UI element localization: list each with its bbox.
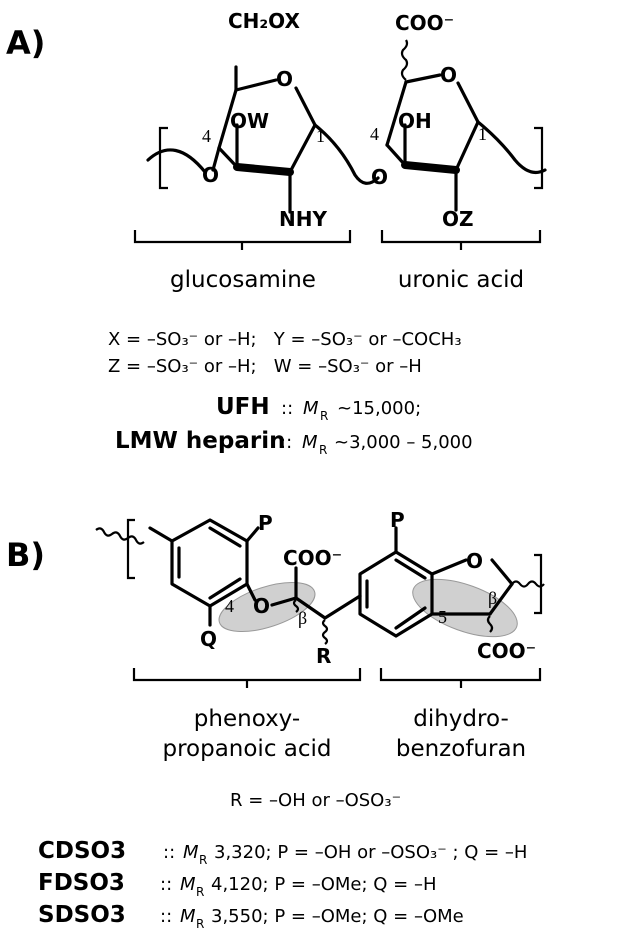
sdso3-mr-sub: R: [196, 917, 204, 931]
beta-2: β: [488, 588, 497, 608]
wavy-bond-b-right: [511, 580, 545, 588]
wavy-bond-beta1: [292, 599, 300, 613]
polymer-link-left: [146, 148, 207, 174]
benzofuran-brace: [379, 668, 542, 688]
beta-1: β: [298, 608, 307, 628]
fdso3-separator: ::: [160, 874, 172, 895]
p-left-label: P: [258, 511, 273, 535]
lmw-heparin-line: LMW heparin :: M R ~3,000 – 5,000: [115, 428, 473, 457]
uronic-acid-brace: [380, 230, 542, 250]
ufh-mr-label: M: [303, 398, 319, 419]
sdso3-separator: ::: [160, 906, 172, 927]
left-bracket: [158, 126, 168, 190]
linker-oxygen-2: O: [371, 165, 388, 189]
coo-bottom-label: COO⁻: [477, 639, 536, 663]
uronic-acid-ring: [385, 39, 547, 212]
ch2ox-label: CH₂OX: [228, 9, 300, 33]
definition-line-1: X = –SO₃⁻ or –H; Y = –SO₃⁻ or –COCH₃: [108, 329, 462, 350]
wavy-bond-c5: [400, 39, 409, 81]
glycosidic-bond: [313, 123, 380, 185]
uronic-acid-label: uronic acid: [398, 267, 524, 293]
sdso3-line: SDSO3 :: M R 3,550; P = –OMe; Q = –OMe: [38, 902, 464, 931]
position-5-b: 5: [438, 607, 447, 627]
benzofuran-label-2: benzofuran: [396, 736, 526, 762]
fdso3-name: FDSO3: [38, 870, 125, 896]
phenoxy-brace: [132, 668, 362, 688]
ufh-separator: ::: [281, 398, 293, 419]
ring1-oxygen: O: [276, 67, 293, 91]
fdso3-mr-label: M: [180, 874, 196, 895]
wavy-bond-r: [321, 619, 329, 645]
polymer-link-right: [476, 120, 547, 174]
sdso3-mr-label: M: [180, 906, 196, 927]
lmw-heparin-name: LMW heparin: [115, 428, 285, 454]
lmw-separator: ::: [280, 432, 292, 453]
shade-ellipse-right: [412, 578, 518, 638]
cdso3-mr-sub: R: [199, 853, 207, 867]
ufh-line: UFH :: M R ~15,000;: [216, 394, 421, 423]
lmw-mr-label: M: [302, 432, 318, 453]
coo-label-a: COO⁻: [395, 11, 454, 35]
oh-label: OH: [398, 109, 432, 133]
cdso3-mr-label: M: [183, 842, 199, 863]
definition-line-2: Z = –SO₃⁻ or –H; W = –SO₃⁻ or –H: [108, 356, 422, 377]
o-ether-label: O: [253, 594, 270, 618]
glucosamine-label: glucosamine: [170, 267, 316, 293]
oz-label: OZ: [442, 207, 474, 231]
glucosamine-ring: [211, 65, 380, 214]
panel-b-label: B): [6, 536, 45, 574]
ring2-oxygen: O: [440, 63, 457, 87]
q-label: Q: [200, 627, 217, 651]
sdso3-name: SDSO3: [38, 902, 126, 928]
glucosamine-brace: [133, 230, 352, 250]
position-1-ring1: 1: [316, 126, 325, 146]
r-label: R: [316, 644, 331, 668]
wavy-bond-coo-bottom: [486, 615, 494, 633]
phenoxy-ring: [148, 518, 362, 627]
sdso3-details: 3,550; P = –OMe; Q = –OMe: [211, 906, 464, 927]
position-4-ring2: 4: [370, 124, 379, 144]
right-bracket: [534, 126, 544, 190]
coo-top-label: COO⁻: [283, 546, 342, 570]
p-right-label: P: [390, 508, 405, 532]
wavy-bond-b-left: [95, 527, 145, 545]
shade-ellipse-left: [218, 581, 316, 633]
linker-oxygen-1: O: [202, 163, 219, 187]
ufh-mr-sub: R: [320, 409, 328, 423]
bracket-b-left: [126, 518, 135, 580]
ufh-name: UFH: [216, 394, 270, 420]
fdso3-mr-sub: R: [196, 885, 204, 899]
position-4-b: 4: [225, 596, 234, 616]
phenoxy-label-2: propanoic acid: [162, 736, 331, 762]
benzofuran-ring: [358, 526, 514, 638]
cdso3-name: CDSO3: [38, 838, 126, 864]
benzofuran-label-1: dihydro-: [413, 706, 509, 732]
position-4-ring1: 4: [202, 126, 211, 146]
o-furan-label: O: [466, 549, 483, 573]
cdso3-details: 3,320; P = –OH or –OSO₃⁻ ; Q = –H: [214, 842, 527, 863]
cdso3-line: CDSO3 :: M R 3,320; P = –OH or –OSO₃⁻ ; …: [38, 838, 527, 867]
bracket-b-right: [534, 553, 543, 615]
fdso3-line: FDSO3 :: M R 4,120; P = –OMe; Q = –H: [38, 870, 436, 899]
lmw-mr-sub: R: [319, 443, 327, 457]
lmw-mr-value: ~3,000 – 5,000: [334, 432, 473, 453]
ow-label: OW: [230, 109, 269, 133]
position-1-ring2: 1: [478, 124, 487, 144]
fdso3-details: 4,120; P = –OMe; Q = –H: [211, 874, 436, 895]
nhy-label: NHY: [279, 207, 327, 231]
phenoxy-label-1: phenoxy-: [194, 706, 300, 732]
ufh-mr-value: ~15,000;: [337, 398, 421, 419]
r-definition: R = –OH or –OSO₃⁻: [230, 790, 401, 811]
panel-a-label: A): [6, 24, 45, 62]
cdso3-separator: ::: [163, 842, 175, 863]
